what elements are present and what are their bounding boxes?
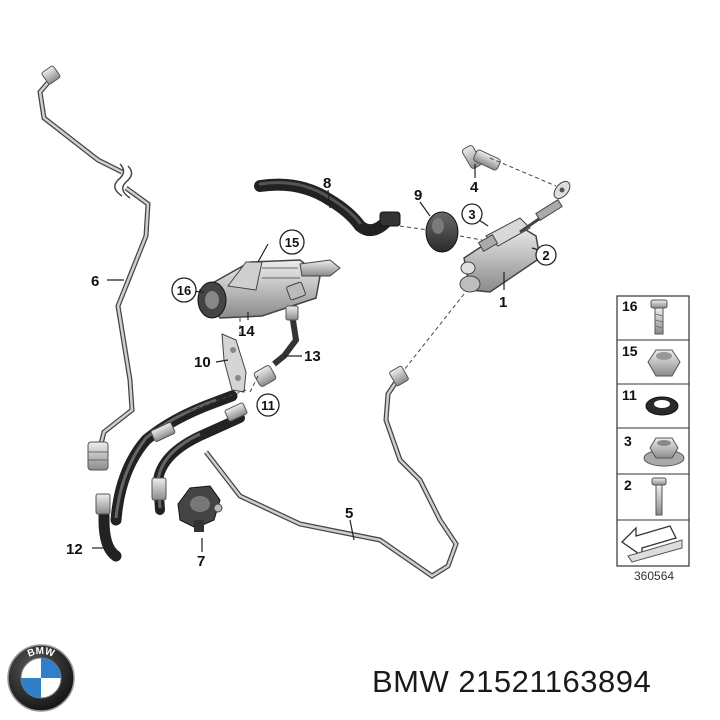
svg-text:3: 3: [468, 207, 475, 222]
svg-text:6: 6: [91, 273, 99, 290]
dashed-leaders: [185, 157, 557, 413]
legend-item-15: 15: [622, 343, 681, 377]
svg-text:16: 16: [177, 283, 191, 298]
callout-16: 16: [171, 277, 197, 303]
legend-item-16: 16: [622, 298, 668, 335]
legend-arrow-icon: [620, 525, 683, 563]
callout-11: 11: [256, 393, 280, 417]
hose-8: [254, 178, 401, 237]
callout-12: 12: [66, 541, 83, 558]
svg-text:4: 4: [470, 179, 479, 196]
svg-text:1: 1: [499, 294, 507, 311]
callout-2: 2: [535, 244, 557, 266]
callout-10: 10: [194, 354, 211, 371]
pipe-6: [37, 65, 151, 471]
callout-1: 1: [499, 294, 507, 311]
reference-number: 360564: [634, 569, 674, 583]
bmw-logo-icon: BMW: [7, 644, 75, 712]
callout-7: 7: [197, 553, 205, 570]
svg-text:7: 7: [197, 553, 205, 570]
svg-text:9: 9: [414, 187, 422, 204]
svg-text:11: 11: [261, 398, 275, 413]
svg-text:2: 2: [542, 248, 549, 263]
callout-9: 9: [414, 187, 422, 204]
svg-text:16: 16: [622, 298, 638, 314]
callout-6: 6: [91, 273, 99, 290]
hose-second: [151, 402, 248, 515]
grommet-9: [425, 211, 459, 253]
bracket-10: [221, 333, 247, 393]
legend-item-2: 2: [624, 477, 667, 516]
callout-13: 13: [304, 348, 321, 365]
callout-3: 3: [461, 203, 483, 225]
damper-7: [177, 485, 223, 532]
hose-12: [95, 390, 238, 562]
svg-text:13: 13: [304, 348, 321, 365]
callout-8: 8: [323, 175, 331, 192]
callout-14: 14: [238, 323, 255, 340]
slave-cylinder-14: [197, 259, 341, 319]
callout-4: 4: [470, 179, 479, 196]
part-number-caption: BMW 21521163894: [372, 664, 652, 699]
svg-text:12: 12: [66, 541, 83, 558]
svg-text:5: 5: [345, 505, 353, 522]
svg-text:8: 8: [323, 175, 331, 192]
callout-15: 15: [279, 229, 305, 255]
callout-5: 5: [345, 505, 353, 522]
svg-text:2: 2: [624, 477, 632, 493]
svg-text:14: 14: [238, 323, 255, 340]
svg-text:10: 10: [194, 354, 211, 371]
svg-text:15: 15: [622, 343, 638, 359]
svg-text:3: 3: [624, 433, 632, 449]
svg-text:11: 11: [622, 387, 637, 403]
legend-item-3: 3: [624, 433, 685, 467]
svg-text:15: 15: [285, 235, 299, 250]
svg-text:BMW: BMW: [26, 646, 56, 660]
legend-item-11: 11: [622, 387, 679, 416]
hose-13: [253, 305, 300, 387]
parts-legend: 16 15 11 3 2: [616, 295, 690, 567]
master-cylinder-1: [459, 180, 571, 293]
pipe-5: [204, 365, 459, 579]
pin-4: [461, 145, 501, 171]
